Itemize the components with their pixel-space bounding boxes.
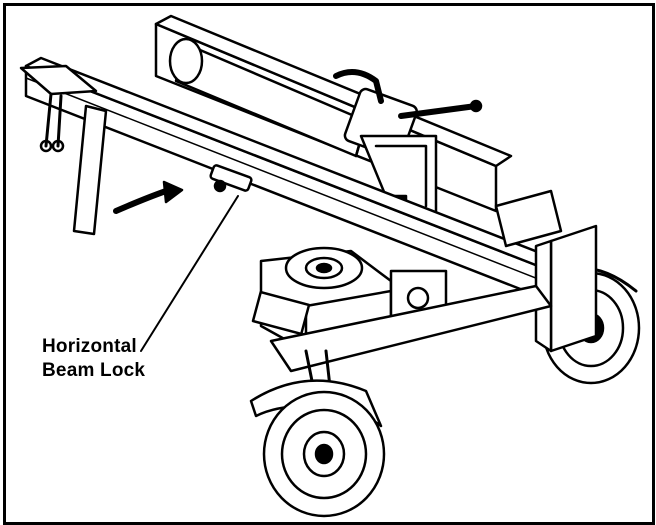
- callout-label-line2: Beam Lock: [42, 360, 146, 381]
- rotation-arrow: [113, 180, 184, 214]
- end-plate: [534, 224, 598, 353]
- beam-lock-pin: [209, 164, 253, 193]
- front-wheel: [262, 390, 386, 518]
- callout-label-line1: Horizontal: [42, 336, 137, 357]
- hitch: [19, 64, 98, 153]
- hydraulic-cylinder: [168, 37, 368, 158]
- callout-leader: [140, 195, 239, 352]
- figure-frame: Horizontal Beam Lock: [3, 3, 655, 525]
- rear-fender: [494, 189, 563, 248]
- support-leg: [72, 104, 108, 236]
- log-splitter-illustration: [19, 14, 641, 518]
